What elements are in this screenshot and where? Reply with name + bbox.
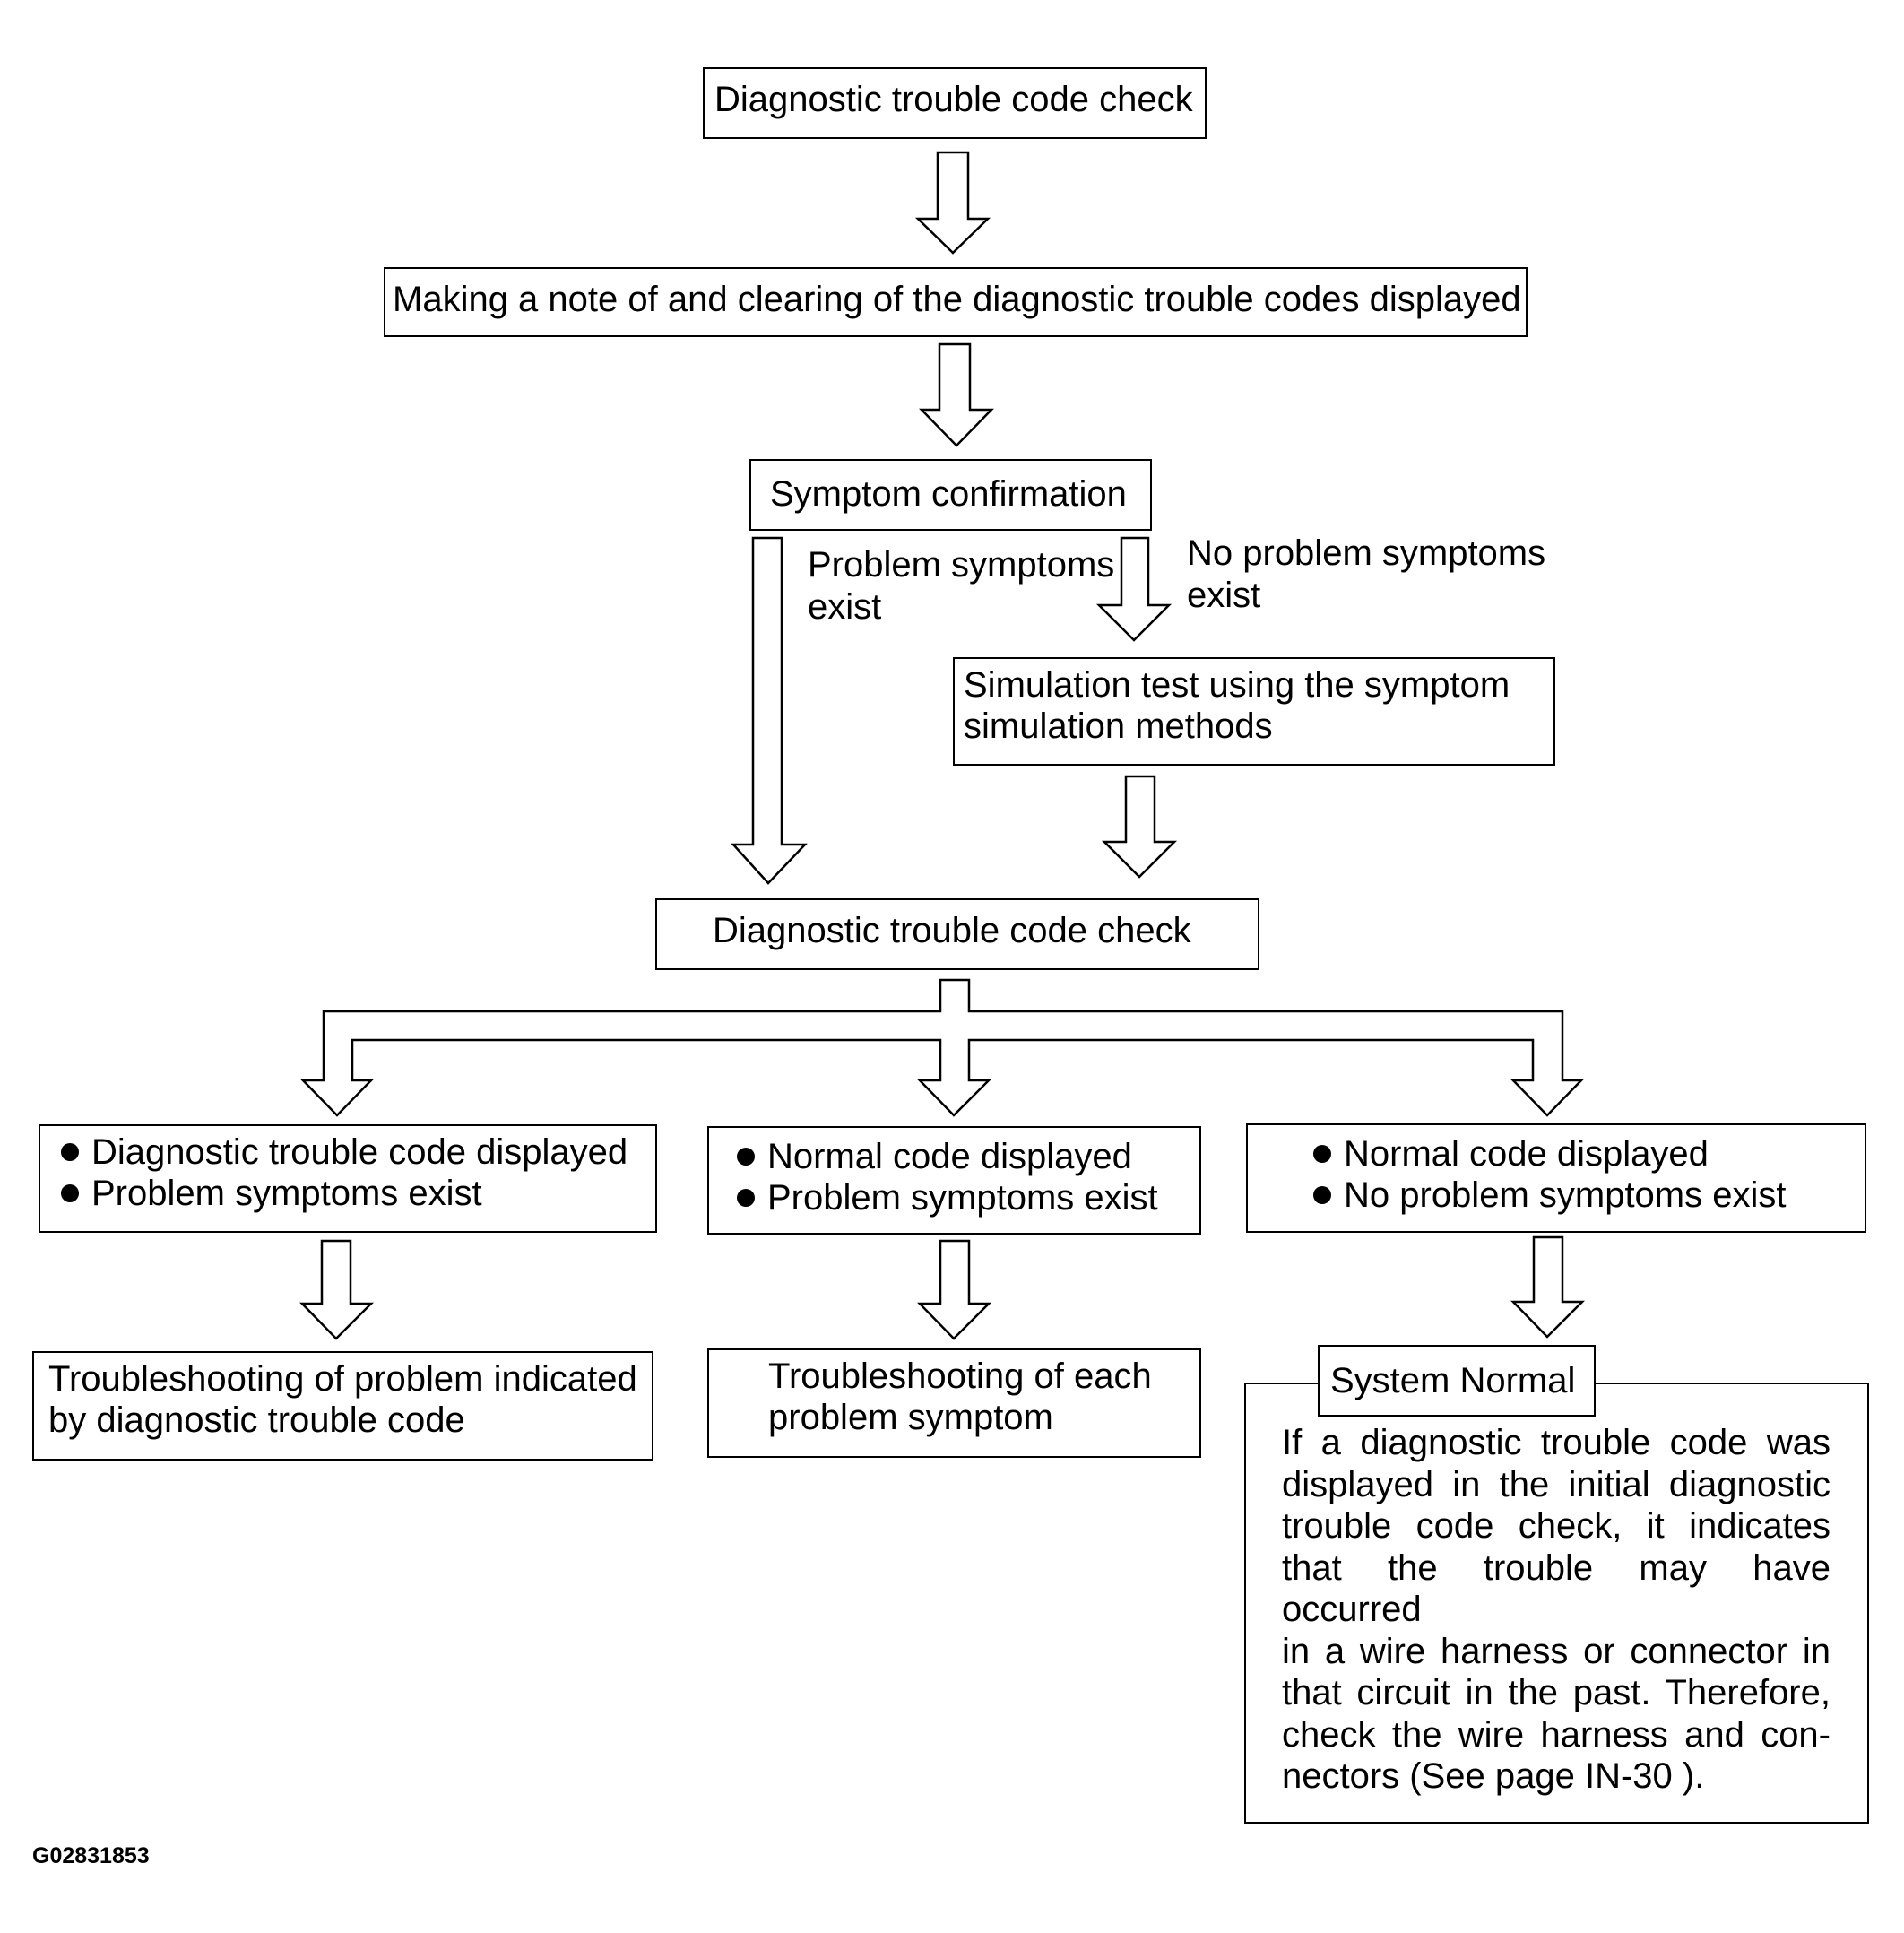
node-symptom-confirmation (749, 459, 1152, 531)
node-dtc-check-1 (703, 67, 1207, 139)
result-a-line-1: Troubleshooting of problem indicated (48, 1359, 637, 1399)
result-b-line-2: problem symptom (768, 1398, 1053, 1437)
note-line: that the trouble may have occurred (1282, 1547, 1830, 1630)
note-line: in a wire harness or connector in (1282, 1631, 1830, 1671)
arrow-note-to-symptom (919, 342, 994, 447)
bullet-icon (1313, 1186, 1331, 1204)
edge-label-no-problem-exist-line-2: exist (1187, 576, 1261, 615)
node-simulation-test (953, 657, 1555, 766)
node-simulation-test-line-1: Simulation test using the symptom (964, 665, 1510, 705)
bullet-icon (61, 1143, 79, 1161)
result-a-line-2: by diagnostic trouble code (48, 1400, 465, 1440)
result-b-line-1: Troubleshooting of each (768, 1357, 1152, 1396)
figure-id: G02831853 (32, 1843, 150, 1868)
system-normal-panel (1244, 1383, 1869, 1824)
node-troubleshoot-by-dtc (32, 1351, 653, 1461)
note-line: If a diagnostic trouble code was (1282, 1423, 1830, 1462)
system-normal-tab (1318, 1345, 1596, 1417)
case-c-line-1: Normal code displayed (1344, 1134, 1709, 1174)
bullet-icon (1313, 1145, 1331, 1163)
bullet-icon (737, 1189, 755, 1207)
note-line: check the wire harness and con- (1282, 1714, 1830, 1755)
node-case-normal-no-symptoms (1246, 1123, 1866, 1233)
arrow-simulation-to-dtc (1101, 775, 1178, 879)
note-line: nectors (See page IN-30 ). (1282, 1756, 1705, 1796)
node-simulation-test-line-2: simulation methods (964, 706, 1273, 746)
case-a-line-2: Problem symptoms exist (91, 1174, 482, 1213)
node-note-and-clear-label: Making a note of and clearing of the dia… (393, 280, 1521, 319)
case-b-line-1: Normal code displayed (767, 1137, 1132, 1176)
system-normal-note: If a diagnostic trouble code was display… (1282, 1422, 1830, 1798)
node-note-and-clear (384, 267, 1528, 337)
case-a-line-1: Diagnostic trouble code displayed (91, 1132, 628, 1172)
system-normal-label: System Normal (1330, 1361, 1576, 1400)
node-troubleshoot-each-symptom (707, 1348, 1201, 1458)
arrow-case-b-to-result (917, 1239, 992, 1340)
arrow-case-c-to-normal (1510, 1235, 1586, 1339)
arrow-problem-exist (731, 536, 808, 885)
arrow-dtc-to-note (914, 151, 991, 255)
case-b-line-2: Problem symptoms exist (767, 1178, 1158, 1218)
note-line: trouble code check, it indicates (1282, 1506, 1830, 1546)
bullet-icon (737, 1148, 755, 1166)
bullet-icon (61, 1184, 79, 1202)
arrow-dtc-branch (300, 978, 1584, 1117)
arrow-no-problem-exist (1095, 536, 1173, 642)
node-dtc-check-2 (655, 898, 1259, 970)
arrow-case-a-to-result (299, 1239, 375, 1340)
note-line: displayed in the initial diagnostic (1282, 1464, 1830, 1504)
case-c-line-2: No problem symptoms exist (1344, 1175, 1787, 1215)
note-line: that circuit in the past. Therefore, (1282, 1673, 1830, 1712)
edge-label-problem-exist-line-2: exist (808, 587, 882, 627)
node-case-dtc-displayed (39, 1124, 657, 1233)
edge-label-no-problem-exist-line-1: No problem symptoms (1187, 533, 1546, 573)
edge-label-problem-exist-line-1: Problem symptoms (808, 545, 1115, 585)
node-symptom-confirmation-label: Symptom confirmation (770, 474, 1127, 514)
node-case-normal-with-symptoms (707, 1126, 1201, 1235)
node-dtc-check-2-label: Diagnostic trouble code check (713, 911, 1191, 950)
node-dtc-check-1-label: Diagnostic trouble code check (714, 80, 1193, 119)
